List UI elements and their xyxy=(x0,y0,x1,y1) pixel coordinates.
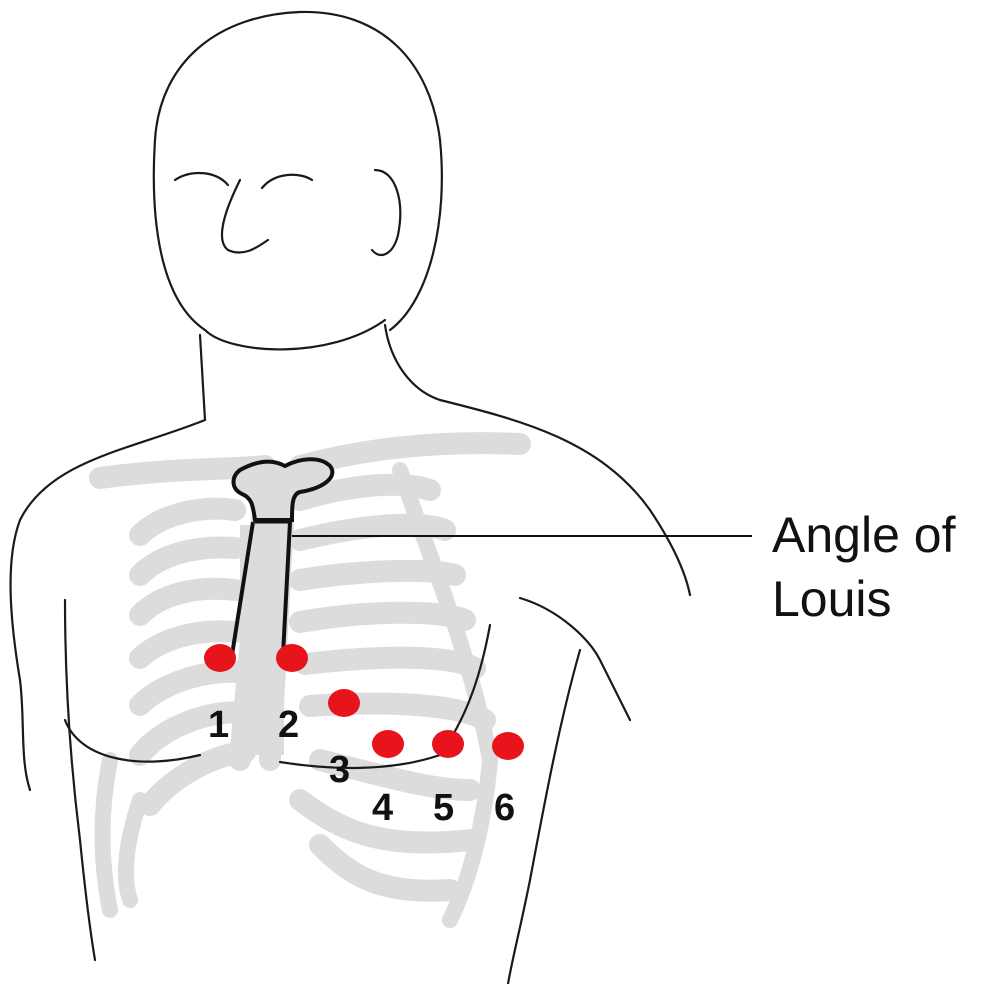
electrode-dot xyxy=(432,730,464,758)
electrode-label: 1 xyxy=(208,704,229,746)
electrode-dot xyxy=(492,732,524,760)
electrode-label: 4 xyxy=(372,787,393,829)
electrode-label: 2 xyxy=(278,704,299,746)
callout-line2: Louis xyxy=(772,571,892,627)
electrode-dot xyxy=(328,689,360,717)
ribcage xyxy=(100,443,520,920)
electrode-label: 6 xyxy=(494,787,515,829)
electrode-label: 5 xyxy=(433,787,454,829)
electrode-dot xyxy=(204,644,236,672)
electrode-label: 3 xyxy=(329,749,350,791)
electrode-dot xyxy=(372,730,404,758)
electrode-dot xyxy=(276,644,308,672)
callout-line1: Angle of xyxy=(772,507,956,563)
